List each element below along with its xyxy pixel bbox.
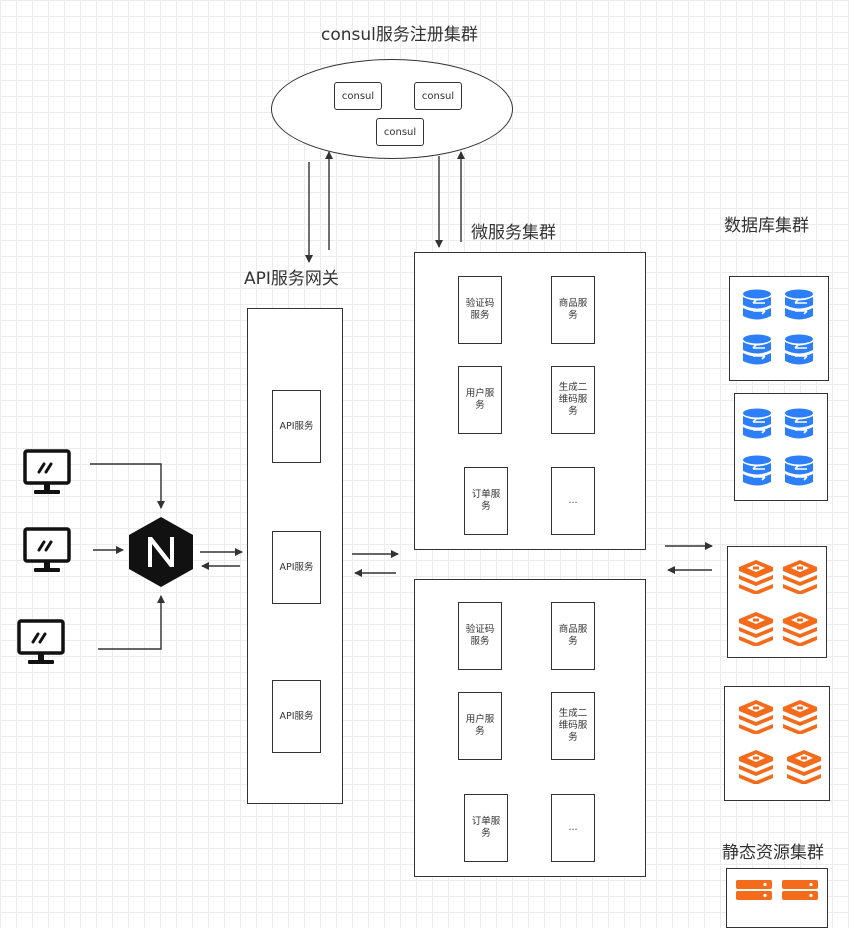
consul-node: consul: [334, 82, 382, 110]
arrow-client3-to-nginx: [98, 595, 165, 650]
database-icon: [785, 408, 813, 439]
microservice-box: 订单服务: [464, 794, 508, 862]
microservice-box: 验证码服务: [458, 276, 502, 344]
database-icon: [785, 455, 813, 486]
database-icon: [743, 289, 771, 320]
microservices-title: 微服务集群: [471, 223, 556, 243]
database-icon: [743, 455, 771, 486]
consul-cluster-title: consul服务注册集群: [321, 25, 478, 45]
api-service-box: API服务: [272, 390, 321, 463]
static-cluster-title: 静态资源集群: [722, 843, 824, 863]
microservice-box: 商品服务: [551, 602, 595, 670]
microservice-box: 商品服务: [551, 276, 595, 344]
redis-icon: [783, 560, 817, 594]
redis-icon: [739, 560, 773, 594]
server-icon: [782, 880, 818, 900]
monitor-icon: [23, 527, 71, 572]
monitor-icon: [17, 619, 65, 664]
redis-icon: [739, 700, 773, 734]
consul-node: consul: [414, 82, 462, 110]
database-icon: [743, 408, 771, 439]
redis-icon: [783, 612, 817, 646]
database-cluster-title: 数据库集群: [724, 216, 809, 236]
api-service-box: API服务: [272, 531, 321, 604]
microservice-box: 生成二维码服务: [551, 366, 595, 434]
api-service-box: API服务: [272, 680, 321, 753]
gateway-title: API服务网关: [244, 269, 339, 289]
microservice-box: 用户服务: [458, 366, 502, 434]
microservice-box: 用户服务: [458, 692, 502, 760]
arrow-client1-to-nginx: [90, 463, 165, 509]
microservice-box: 生成二维码服务: [551, 692, 595, 760]
microservice-box: 订单服务: [464, 467, 508, 535]
redis-icon: [739, 750, 773, 784]
database-icon: [743, 334, 771, 365]
redis-icon: [787, 750, 821, 784]
database-icon: [785, 289, 813, 320]
connector-lines: [90, 151, 713, 650]
server-icon: [736, 880, 772, 900]
redis-icon: [739, 612, 773, 646]
microservice-group: [414, 252, 646, 550]
microservice-group: [414, 579, 646, 877]
microservice-box: 验证码服务: [458, 602, 502, 670]
monitor-icon: [23, 449, 71, 494]
database-icon: [785, 334, 813, 365]
consul-node: consul: [376, 118, 424, 146]
redis-icon: [783, 700, 817, 734]
nginx-icon: [129, 517, 193, 587]
microservice-box: ...: [551, 467, 595, 535]
microservice-box: ...: [551, 794, 595, 862]
